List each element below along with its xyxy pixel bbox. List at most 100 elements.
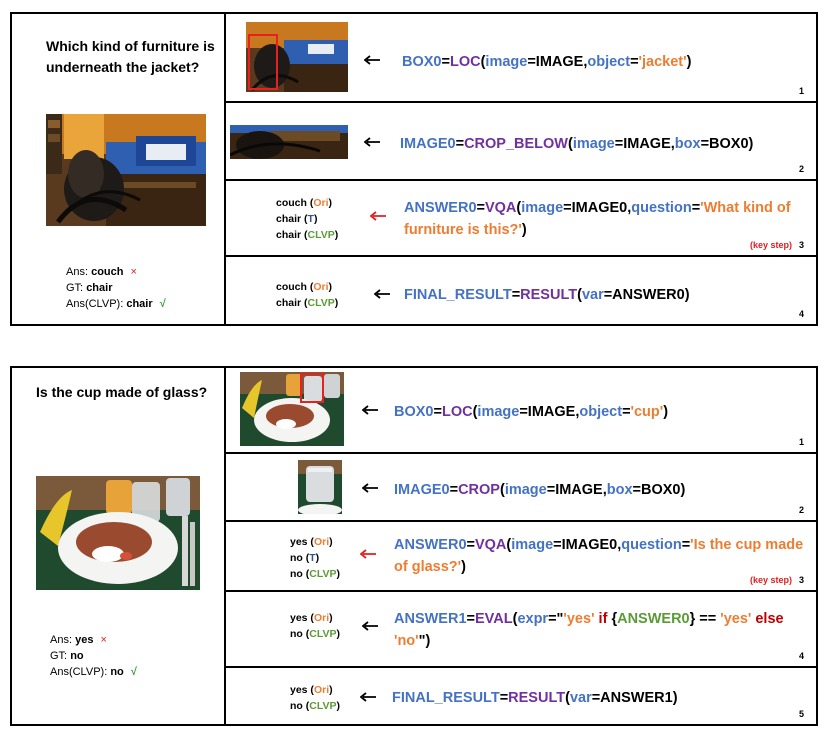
code-token: )	[521, 222, 527, 238]
output-line: no (CLVP)	[290, 700, 340, 712]
step-2: IMAGE0=CROP_BELOW(image=IMAGE,box=BOX0) …	[224, 103, 816, 181]
step-thumbnail	[298, 460, 342, 514]
code-token: CROP_BELOW	[464, 136, 568, 152]
question-column: Is the cup made of glass? Ans: yes	[12, 368, 226, 724]
code-token: )	[663, 404, 669, 420]
code-token: } ==	[689, 611, 721, 627]
code-token: =IMAGE0,	[563, 200, 632, 216]
code-token: box	[606, 482, 633, 498]
code-token: image	[521, 200, 564, 216]
code-token: ANSWER0	[617, 611, 690, 627]
code-token: var	[581, 287, 604, 303]
code-token: EVAL	[474, 611, 513, 627]
code-token: image	[485, 54, 528, 70]
code-token: =IMAGE,	[614, 136, 675, 152]
code-token: =BOX0)	[632, 482, 686, 498]
code-token: ="	[548, 611, 564, 627]
code-token: =ANSWER1)	[591, 690, 678, 706]
left-arrow-icon	[360, 549, 376, 559]
code-token: =IMAGE,	[519, 404, 580, 420]
example-panel-furniture: Which kind of furniture is underneath th…	[10, 12, 818, 326]
code-token: BOX0	[402, 54, 442, 70]
code-token: BOX0	[394, 404, 434, 420]
key-step-label: (key step)	[749, 240, 792, 250]
module-outputs: couch (Ori)chair (CLVP)	[276, 279, 338, 311]
code-token: object	[579, 404, 623, 420]
code-token: VQA	[474, 537, 507, 553]
step-4: yes (Ori) no (CLVP) ANSWER1=EVAL(expr="'y…	[224, 592, 816, 668]
code-token: image	[477, 404, 520, 420]
code-token: var	[569, 690, 592, 706]
output-line: yes (Ori)	[290, 612, 333, 624]
step-number: 3	[798, 240, 804, 250]
program-line: BOX0=LOC(image=IMAGE,object='jacket')	[402, 51, 691, 73]
output-line: no (CLVP)	[290, 628, 340, 640]
check-mark-icon: √	[159, 298, 166, 310]
program-line: FINAL_RESULT=RESULT(var=ANSWER0)	[404, 284, 690, 306]
left-arrow-icon	[362, 483, 378, 493]
program-line: ANSWER1=EVAL(expr="'yes' if {ANSWER0} ==…	[394, 608, 794, 652]
code-token: =BOX0)	[700, 136, 754, 152]
program-line: BOX0=LOC(image=IMAGE,object='cup')	[394, 401, 668, 423]
code-token: =	[441, 54, 450, 70]
code-token: ")	[418, 633, 431, 649]
step-thumbnail	[246, 22, 348, 92]
code-token: CROP	[458, 482, 500, 498]
step-3: yes (Ori)no (T)no (CLVP) ANSWER0=VQA(ima…	[224, 522, 816, 592]
step-2: IMAGE0=CROP(image=IMAGE,box=BOX0) 2	[224, 454, 816, 522]
code-token: (	[516, 200, 522, 216]
key-step-label: (key step)	[749, 575, 792, 585]
code-token: LOC	[441, 404, 473, 420]
code-token: =IMAGE,	[546, 482, 607, 498]
code-token: 'no'	[394, 633, 419, 649]
step-thumbnail	[230, 125, 348, 159]
code-token: =	[466, 611, 475, 627]
step-number: 4	[798, 651, 804, 661]
code-token: (	[506, 537, 512, 553]
output-line: no (T)	[290, 552, 320, 564]
module-outputs: yes (Ori) no (CLVP)	[290, 610, 340, 642]
code-token: =	[455, 136, 465, 152]
step-number: 5	[798, 709, 804, 719]
left-arrow-icon	[364, 137, 380, 147]
code-token: ANSWER0	[404, 200, 477, 216]
cup-bounding-box	[300, 373, 324, 403]
left-arrow-icon	[362, 405, 378, 415]
step-1: BOX0=LOC(image=IMAGE,object='cup') 1	[224, 368, 816, 454]
module-outputs: couch (Ori)chair (T)chair (CLVP)	[276, 195, 338, 243]
step-number: 2	[798, 164, 804, 174]
original-answer-line: Ans: yes ×	[50, 634, 107, 646]
step-number: 1	[798, 437, 804, 447]
code-token: )	[686, 54, 692, 70]
program-line: ANSWER0=VQA(image=IMAGE0,question='Is th…	[394, 534, 814, 578]
code-token: =	[622, 404, 631, 420]
ground-truth-line: GT: chair	[66, 282, 113, 294]
code-token: else	[751, 611, 784, 627]
code-token: =	[691, 200, 701, 216]
wrong-mark-icon: ×	[130, 266, 137, 278]
example-panel-cup: Is the cup made of glass? Ans: yes	[10, 366, 818, 726]
code-token: (	[512, 611, 518, 627]
code-token: =IMAGE,	[527, 54, 588, 70]
code-token: VQA	[484, 200, 517, 216]
breakfast-photo	[36, 476, 200, 590]
left-arrow-icon	[362, 621, 378, 631]
output-line: couch (Ori)	[276, 197, 333, 209]
code-token: (	[565, 690, 570, 706]
code-token: IMAGE0	[400, 136, 456, 152]
jacket-bounding-box	[248, 34, 278, 90]
step-number: 2	[798, 505, 804, 515]
left-arrow-icon	[360, 692, 376, 702]
code-token: =	[466, 537, 475, 553]
code-token: =	[630, 54, 639, 70]
module-outputs: yes (Ori)no (CLVP)	[290, 682, 340, 714]
code-token: 'Is the cup made of glass?'	[394, 537, 804, 575]
code-token: RESULT	[520, 287, 578, 303]
step-number: 3	[798, 575, 804, 585]
code-token: image	[572, 136, 615, 152]
step-1: BOX0=LOC(image=IMAGE,object='jacket') 1	[224, 14, 816, 103]
question-text: Is the cup made of glass?	[36, 384, 208, 400]
code-token: (	[480, 54, 486, 70]
code-token: (	[577, 287, 582, 303]
code-token: ANSWER0	[394, 537, 467, 553]
